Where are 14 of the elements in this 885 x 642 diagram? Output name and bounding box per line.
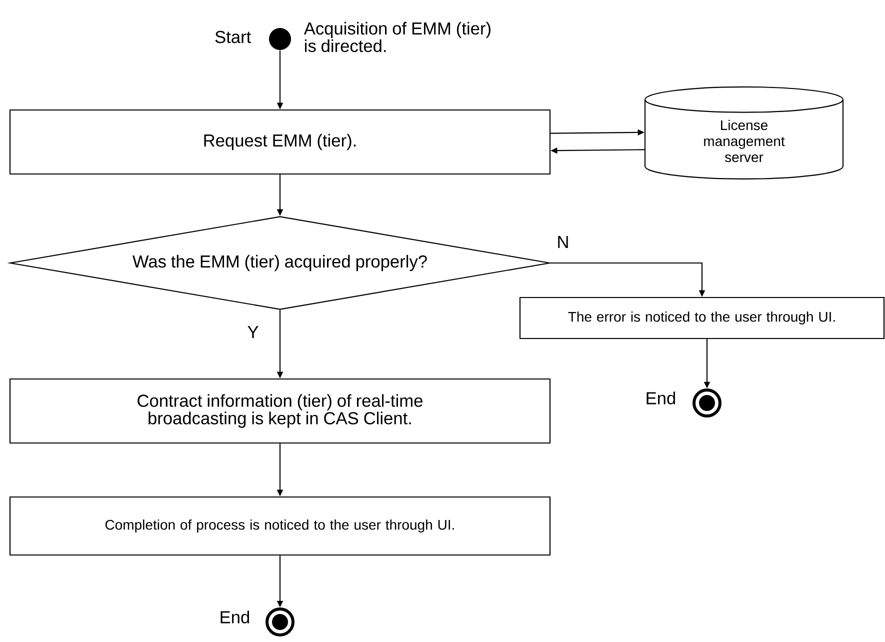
database-cylinder: License management server [644,86,844,180]
end-circle [692,388,722,418]
node-caption: Start [215,30,251,44]
process-box: The error is noticed to the user through UI. [519,296,885,340]
process-box: Request EMM (tier). [9,109,551,175]
node-caption: End [220,610,250,624]
edge-label: N [555,234,571,250]
end-circle [266,608,294,636]
node-caption: Acquisition of EMM (tier) is directed. [304,22,490,52]
edge-label: Y [246,324,260,340]
process-box: Contract information (tier) of real-time broadcasting is kept in CAS Client. [9,378,551,444]
start-circle [269,28,291,50]
node-caption: End [646,392,676,404]
process-box: Completion of process is noticed to the user through UI. [9,496,551,556]
